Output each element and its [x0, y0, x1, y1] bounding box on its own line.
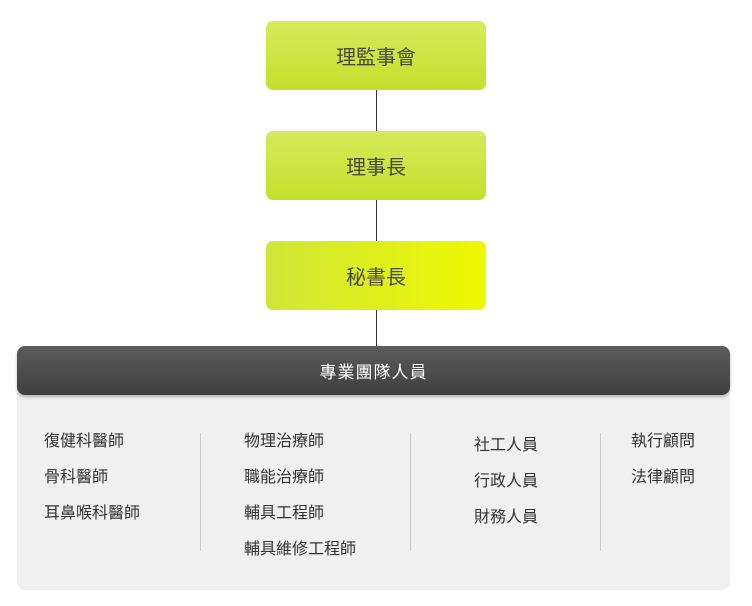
list-item: 法律顧問: [631, 467, 696, 486]
team-column-therapy: 物理治療師 職能治療師 輔具工程師 輔具維修工程師: [244, 429, 356, 573]
connector-line: [376, 200, 377, 241]
connector-line: [376, 90, 377, 131]
team-column-admin: 社工人員 行政人員 財務人員: [474, 433, 538, 541]
secretary-general-label: 秘書長: [346, 265, 406, 289]
team-column-advisors: 執行顧問 法律顧問: [631, 429, 695, 501]
list-item: 職能治療師: [244, 467, 325, 486]
board-of-directors-box: 理監事會: [266, 21, 486, 90]
list-item: 輔具維修工程師: [244, 539, 357, 558]
chairman-label: 理事長: [346, 155, 406, 179]
team-header: 專業團隊人員: [17, 346, 730, 395]
list-item: 社工人員: [474, 435, 539, 454]
team-column-medical: 復健科醫師 骨科醫師 耳鼻喉科醫師: [44, 429, 140, 537]
list-item: 行政人員: [474, 471, 539, 490]
chairman-box: 理事長: [266, 131, 486, 200]
board-of-directors-label: 理監事會: [336, 45, 416, 69]
list-item: 復健科醫師: [44, 431, 125, 450]
list-item: 骨科醫師: [44, 467, 109, 486]
connector-line: [376, 310, 377, 346]
list-item: 物理治療師: [244, 431, 325, 450]
list-item: 耳鼻喉科醫師: [44, 503, 141, 522]
secretary-general-box: 秘書長: [266, 241, 486, 310]
column-divider: [410, 433, 411, 551]
column-divider: [600, 433, 601, 551]
list-item: 輔具工程師: [244, 503, 325, 522]
list-item: 執行顧問: [631, 431, 696, 450]
column-divider: [200, 433, 201, 551]
team-title: 專業團隊人員: [319, 363, 428, 383]
list-item: 財務人員: [474, 507, 539, 526]
